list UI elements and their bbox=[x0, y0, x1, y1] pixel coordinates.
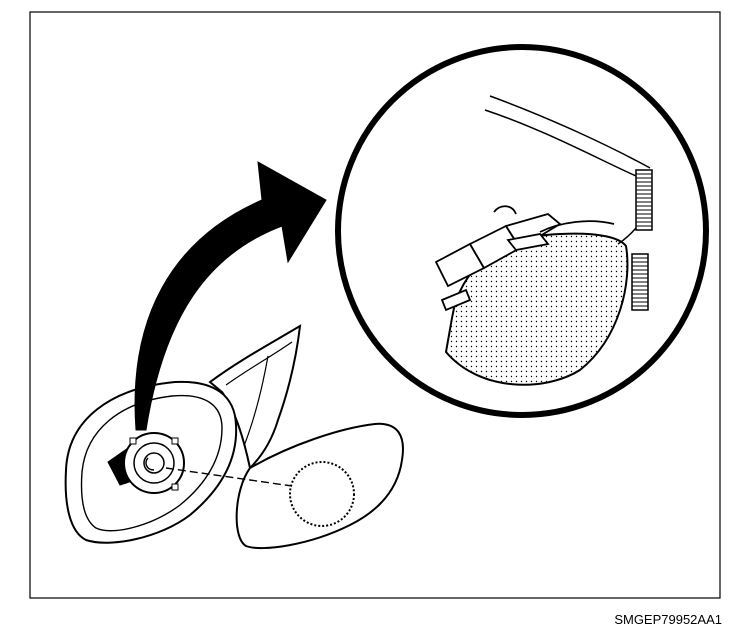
glass-mounting-plate bbox=[289, 461, 355, 527]
mirror-glass bbox=[235, 422, 404, 550]
figure-frame bbox=[29, 11, 721, 599]
figure-code-svg: SMGEP79952AA1 bbox=[614, 612, 722, 627]
detail-arrow bbox=[134, 161, 327, 431]
mirror-actuator bbox=[107, 432, 185, 494]
retaining-clip bbox=[434, 205, 615, 312]
detail-view bbox=[335, 44, 709, 418]
housing-lip bbox=[635, 169, 653, 231]
alignment-line bbox=[165, 467, 293, 487]
